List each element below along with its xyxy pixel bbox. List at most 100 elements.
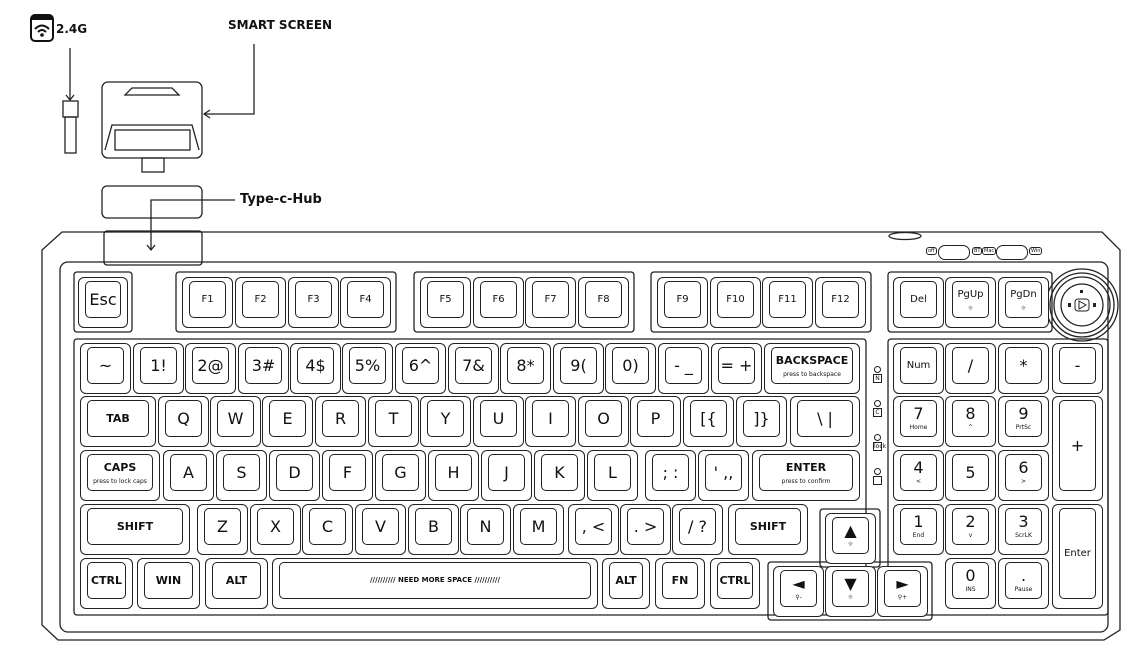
key-fn[interactable]: FN <box>655 558 705 609</box>
key-w[interactable]: W <box>210 396 261 447</box>
key-v[interactable]: V <box>355 504 406 555</box>
key-sym1-11[interactable]: - _ <box>658 343 709 394</box>
key-space[interactable]: ////////// NEED MORE SPACE ////////// <box>272 558 598 609</box>
key-f1[interactable]: F1 <box>182 277 233 328</box>
connection-switch[interactable] <box>938 245 970 260</box>
key-f10[interactable]: F10 <box>710 277 761 328</box>
key-num[interactable]: Num <box>893 343 944 394</box>
key-ctrl[interactable]: CTRL <box>710 558 760 609</box>
key-sym3-11[interactable]: ' ,, <box>698 450 749 501</box>
key-sym5-11[interactable]: .Pause <box>998 558 1049 609</box>
key-s[interactable]: S <box>216 450 267 501</box>
key-u[interactable]: U <box>473 396 524 447</box>
key-del[interactable]: Del <box>893 277 944 328</box>
key-i[interactable]: I <box>525 396 576 447</box>
key-b[interactable]: B <box>408 504 459 555</box>
key-6[interactable]: 6^ <box>395 343 446 394</box>
key-f5[interactable]: F5 <box>420 277 471 328</box>
key-pgup[interactable]: PgUp☼ <box>945 277 996 328</box>
key-t[interactable]: T <box>368 396 419 447</box>
key-a[interactable]: A <box>163 450 214 501</box>
key-sym1-12[interactable]: = + <box>711 343 762 394</box>
key-sym1-16[interactable]: * <box>998 343 1049 394</box>
key-sym4-12[interactable]: ▲☼ <box>825 513 876 564</box>
key-sym1-0[interactable]: ~ <box>80 343 131 394</box>
key-ctrl[interactable]: CTRL <box>80 558 133 609</box>
key-f[interactable]: F <box>322 450 373 501</box>
key-y[interactable]: Y <box>420 396 471 447</box>
key-x[interactable]: X <box>250 504 301 555</box>
key-g[interactable]: G <box>375 450 426 501</box>
key-1[interactable]: 1! <box>133 343 184 394</box>
key-sym2-13[interactable]: \ | <box>790 396 860 447</box>
key-o[interactable]: O <box>578 396 629 447</box>
mode-switches[interactable]: off BT Mac Win <box>926 245 1043 260</box>
key-d[interactable]: D <box>269 450 320 501</box>
key-f6[interactable]: F6 <box>473 277 524 328</box>
key-sym1-15[interactable]: / <box>945 343 996 394</box>
key-5[interactable]: 5 <box>945 450 996 501</box>
key-k[interactable]: K <box>534 450 585 501</box>
key-shift[interactable]: SHIFT <box>728 504 808 555</box>
key-sym5-9[interactable]: ►⚲+ <box>877 566 928 617</box>
key-f7[interactable]: F7 <box>525 277 576 328</box>
key-r[interactable]: R <box>315 396 366 447</box>
key-j[interactable]: J <box>481 450 532 501</box>
key-alt[interactable]: ALT <box>602 558 650 609</box>
key-alt[interactable]: ALT <box>205 558 268 609</box>
key-8[interactable]: 8^ <box>945 396 996 447</box>
key-sym5-8[interactable]: ▼☼ <box>825 566 876 617</box>
key-sym4-10[interactable]: / ? <box>672 504 723 555</box>
key-f12[interactable]: F12 <box>815 277 866 328</box>
key-h[interactable]: H <box>428 450 479 501</box>
key-4[interactable]: 4< <box>893 450 944 501</box>
key-z[interactable]: Z <box>197 504 248 555</box>
key-m[interactable]: M <box>513 504 564 555</box>
key-5[interactable]: 5% <box>342 343 393 394</box>
key-3[interactable]: 3# <box>238 343 289 394</box>
key-f9[interactable]: F9 <box>657 277 708 328</box>
key-e[interactable]: E <box>262 396 313 447</box>
key-f3[interactable]: F3 <box>288 277 339 328</box>
key-2[interactable]: 2@ <box>185 343 236 394</box>
key-sym2-12[interactable]: ]} <box>736 396 787 447</box>
key-q[interactable]: Q <box>158 396 209 447</box>
os-switch[interactable] <box>996 245 1028 260</box>
key-win[interactable]: WIN <box>137 558 200 609</box>
key-p[interactable]: P <box>630 396 681 447</box>
key-0[interactable]: 0) <box>605 343 656 394</box>
key-8[interactable]: 8* <box>500 343 551 394</box>
key-f2[interactable]: F2 <box>235 277 286 328</box>
key-sym3-10[interactable]: ; : <box>645 450 696 501</box>
key-7[interactable]: 7& <box>448 343 499 394</box>
key-4[interactable]: 4$ <box>290 343 341 394</box>
key-shift[interactable]: SHIFT <box>80 504 190 555</box>
key-f8[interactable]: F8 <box>578 277 629 328</box>
key-sym4-9[interactable]: . > <box>620 504 671 555</box>
key-f11[interactable]: F11 <box>762 277 813 328</box>
key-pgdn[interactable]: PgDn☼ <box>998 277 1049 328</box>
key-sym4-8[interactable]: , < <box>568 504 619 555</box>
key-6[interactable]: 6> <box>998 450 1049 501</box>
key-enter[interactable]: Enter <box>1052 504 1103 609</box>
key-9[interactable]: 9( <box>553 343 604 394</box>
key-sym5-7[interactable]: ◄⚲- <box>773 566 824 617</box>
key-sym1-17[interactable]: - <box>1052 343 1103 394</box>
key-l[interactable]: L <box>587 450 638 501</box>
key-f4[interactable]: F4 <box>340 277 391 328</box>
key-sym2-11[interactable]: [{ <box>683 396 734 447</box>
key-c[interactable]: C <box>302 504 353 555</box>
key-n[interactable]: N <box>460 504 511 555</box>
key-sym2-17[interactable]: + <box>1052 396 1103 501</box>
key-tab[interactable]: TAB <box>80 396 156 447</box>
key-esc[interactable]: Esc <box>78 277 128 328</box>
